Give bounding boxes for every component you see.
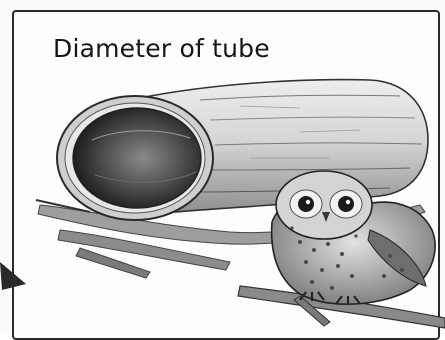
log-tube — [57, 80, 428, 220]
owl — [272, 171, 435, 305]
owl-left-eye — [298, 196, 314, 212]
owl-right-eye — [338, 196, 354, 212]
pointer-mark — [0, 262, 26, 290]
